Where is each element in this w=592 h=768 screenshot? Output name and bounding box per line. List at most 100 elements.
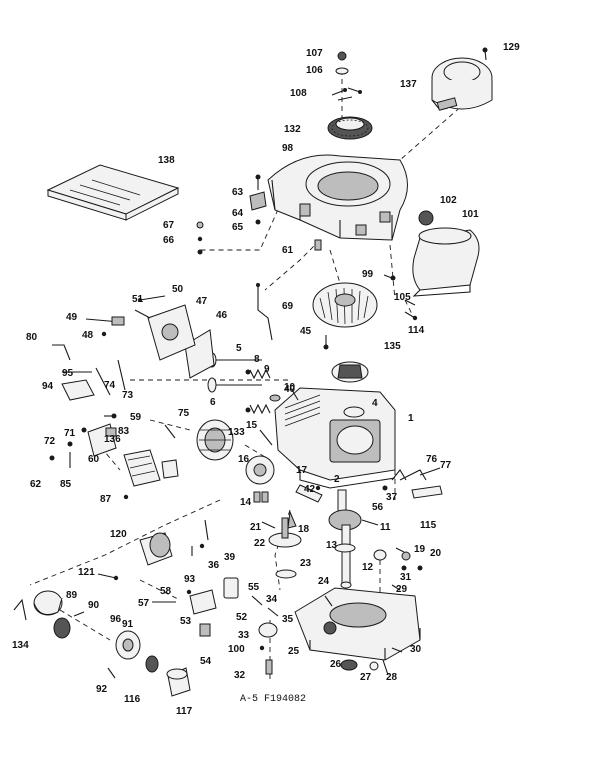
spring-9 <box>245 369 251 413</box>
gear-90 <box>53 617 71 639</box>
callout-60: 60 <box>88 454 100 465</box>
callout-80: 80 <box>26 332 38 343</box>
callout-13: 13 <box>326 540 338 551</box>
cylinder-block-1 <box>274 387 396 489</box>
callout-134: 134 <box>12 640 29 651</box>
part-75 <box>164 424 176 439</box>
callout-98: 98 <box>282 143 294 154</box>
callout-95: 95 <box>62 368 74 379</box>
screw-129 <box>482 47 488 61</box>
carburetor-47 <box>147 304 196 361</box>
washer-106 <box>335 67 349 75</box>
callout-36: 36 <box>208 560 220 571</box>
callout-75: 75 <box>178 408 190 419</box>
part-133 <box>259 429 273 446</box>
callout-22: 22 <box>254 538 266 549</box>
cover-136 <box>123 449 161 487</box>
callout-136: 136 <box>104 434 121 445</box>
callout-9: 9 <box>264 364 270 375</box>
callout-87: 87 <box>100 494 112 505</box>
callout-55: 55 <box>248 582 260 593</box>
screw-30 <box>391 647 403 653</box>
nut-107 <box>337 51 347 61</box>
bracket-94 <box>61 379 95 401</box>
gasket-4 <box>343 406 365 418</box>
part-120 <box>139 532 173 566</box>
screw-99 <box>383 274 396 281</box>
callout-12: 12 <box>362 562 374 573</box>
callout-102: 102 <box>440 195 457 206</box>
part-121 <box>97 573 119 581</box>
callout-53: 53 <box>180 616 192 627</box>
callout-117: 117 <box>176 706 193 717</box>
rotating-screen-132 <box>327 116 373 140</box>
muffler-101 <box>412 227 480 297</box>
callout-138: 138 <box>158 155 175 166</box>
callout-26: 26 <box>330 659 342 670</box>
part-50 <box>138 295 166 302</box>
callout-42: 42 <box>304 484 316 495</box>
callout-37: 37 <box>386 492 398 503</box>
washer-23 <box>275 569 297 579</box>
callout-96: 96 <box>110 614 122 625</box>
callout-48: 48 <box>82 330 94 341</box>
callout-100: 100 <box>228 644 245 655</box>
callout-6: 6 <box>210 397 216 408</box>
callout-46: 46 <box>216 310 228 321</box>
hardware-108 <box>331 87 362 101</box>
bracket-134 <box>13 598 27 621</box>
callout-132: 132 <box>284 124 301 135</box>
callout-25: 25 <box>288 646 300 657</box>
callout-19: 19 <box>414 544 426 555</box>
gasket-52 <box>223 577 239 599</box>
callout-61: 61 <box>282 245 294 256</box>
callout-17: 17 <box>296 465 308 476</box>
callout-64: 64 <box>232 208 244 219</box>
part-34 <box>251 595 263 606</box>
screw-114 <box>404 311 418 321</box>
gasket-83 <box>105 427 179 479</box>
callout-21: 21 <box>250 522 262 533</box>
callout-49: 49 <box>66 312 78 323</box>
part-61 <box>314 239 322 251</box>
part-117 <box>166 667 191 697</box>
spring-67 <box>196 221 204 229</box>
part-35 <box>267 607 279 617</box>
gear-22 <box>268 517 302 548</box>
callout-101: 101 <box>462 209 479 220</box>
callout-63: 63 <box>232 187 244 198</box>
callout-59: 59 <box>130 412 142 423</box>
screw-62 <box>49 455 55 461</box>
callout-56: 56 <box>372 502 384 513</box>
callout-107: 107 <box>306 48 323 59</box>
part-116 <box>145 655 159 673</box>
callout-39: 39 <box>224 552 236 563</box>
pulley-33 <box>258 622 278 638</box>
retainer-10 <box>269 394 281 402</box>
washer-66 <box>197 236 203 242</box>
callout-57: 57 <box>138 598 150 609</box>
callout-67: 67 <box>163 220 175 231</box>
part-58 <box>186 589 192 595</box>
callout-14: 14 <box>240 497 252 508</box>
part-80 <box>52 344 71 361</box>
rod-74 <box>95 367 111 396</box>
valve-6 <box>207 377 262 393</box>
screw-28 <box>382 659 389 676</box>
flywheel-135 <box>312 282 378 383</box>
callout-30: 30 <box>410 644 422 655</box>
part-92 <box>107 667 116 679</box>
bracket-53 <box>189 589 217 615</box>
bracket-64 <box>249 191 267 211</box>
bracket-77 <box>419 467 441 476</box>
callout-23: 23 <box>300 558 312 569</box>
callout-10: 10 <box>284 382 296 393</box>
callout-85: 85 <box>60 479 72 490</box>
part-31 <box>401 565 407 571</box>
callout-47: 47 <box>196 296 208 307</box>
callout-27: 27 <box>360 672 372 683</box>
screw-63 <box>255 174 261 190</box>
callout-93: 93 <box>184 574 196 585</box>
part-18 <box>287 510 297 529</box>
